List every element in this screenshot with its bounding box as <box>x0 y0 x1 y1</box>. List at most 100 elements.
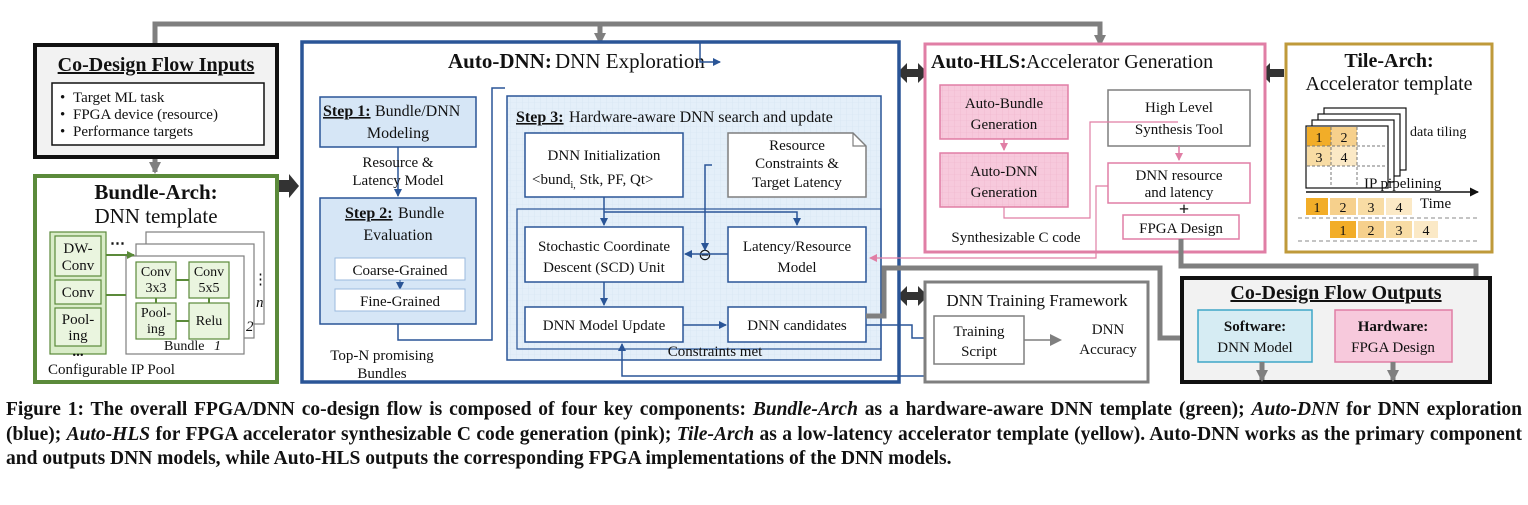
svg-text:Accuracy: Accuracy <box>1079 342 1137 358</box>
svg-text:Step 3:: Step 3: <box>516 109 564 126</box>
svg-text:Training: Training <box>953 324 1005 340</box>
svg-text:Bundle: Bundle <box>398 205 444 222</box>
svg-text:2: 2 <box>1341 131 1348 146</box>
training-title: DNN Training Framework <box>946 291 1128 310</box>
svg-text:and latency: and latency <box>1145 185 1214 201</box>
svg-text:n: n <box>256 295 264 311</box>
svg-text:ing: ing <box>68 328 88 344</box>
svg-text:Conv: Conv <box>141 265 171 280</box>
auto-dnn-panel: Auto-DNN: DNN Exploration Step 1: Bundle… <box>300 40 1111 384</box>
svg-text:Conv: Conv <box>62 285 95 301</box>
svg-text:Resource &: Resource & <box>362 155 434 171</box>
svg-text:Constraints met: Constraints met <box>668 344 763 360</box>
svg-text:Software:: Software: <box>1224 319 1286 335</box>
svg-text:Conv: Conv <box>194 265 224 280</box>
tile-arch-subtitle: Accelerator template <box>1305 73 1472 95</box>
svg-text:Pool-: Pool- <box>141 306 172 321</box>
auto-dnn-title-bold: Auto-DNN: <box>448 49 552 73</box>
svg-text:Constraints &: Constraints & <box>755 156 839 172</box>
training-panel: DNN Training Framework Training Script D… <box>923 280 1150 384</box>
svg-text:⋯: ⋯ <box>110 236 125 252</box>
svg-text:ing: ing <box>147 322 165 337</box>
top-feedback-connector <box>149 21 1106 174</box>
svg-text:1: 1 <box>214 339 221 354</box>
svg-text:4: 4 <box>1423 224 1430 239</box>
svg-text:Target Latency: Target Latency <box>752 175 842 191</box>
ip-pool-label: Configurable IP Pool <box>48 362 175 378</box>
bundle-arch-title: Bundle-Arch: <box>94 180 217 204</box>
svg-text:Bundles: Bundles <box>357 366 406 382</box>
svg-text:4: 4 <box>1396 201 1403 216</box>
svg-text:1: 1 <box>1316 131 1323 146</box>
outputs-title: Co-Design Flow Outputs <box>1230 282 1441 304</box>
input-item: Performance targets <box>73 124 193 140</box>
svg-text:Relu: Relu <box>196 314 222 329</box>
svg-text:Step 2:: Step 2: <box>345 205 393 222</box>
inputs-title: Co-Design Flow Inputs <box>58 54 255 76</box>
svg-text:DNN Model Update: DNN Model Update <box>543 318 666 334</box>
svg-text:1: 1 <box>1314 201 1321 216</box>
bundle-arch-subtitle: DNN template <box>94 204 217 228</box>
svg-text:3: 3 <box>1396 224 1403 239</box>
svg-text:FPGA Design: FPGA Design <box>1139 221 1223 237</box>
svg-text:Synthesis Tool: Synthesis Tool <box>1135 122 1223 138</box>
figure-caption: Figure 1: The overall FPGA/DNN co-design… <box>6 399 1523 469</box>
svg-text:Coarse-Grained: Coarse-Grained <box>353 263 448 279</box>
svg-text:Pool-: Pool- <box>62 312 95 328</box>
svg-text:Step 1:: Step 1: <box>323 103 371 120</box>
svg-text:Hardware-aware DNN search and: Hardware-aware DNN search and update <box>569 109 833 126</box>
svg-text:3x3: 3x3 <box>146 281 167 296</box>
svg-text:⊖: ⊖ <box>698 247 711 264</box>
svg-text:<bundi, Stk, PF, Qt>: <bundi, Stk, PF, Qt> <box>532 172 653 191</box>
svg-text:Latency/Resource: Latency/Resource <box>743 239 852 255</box>
svg-text:3: 3 <box>1368 201 1375 216</box>
svg-text:Modeling: Modeling <box>367 125 429 142</box>
svg-text:•: • <box>60 107 65 123</box>
svg-text:DNN Initialization: DNN Initialization <box>548 148 661 164</box>
svg-text:Script: Script <box>961 344 998 360</box>
svg-text:Model: Model <box>777 260 816 276</box>
auto-hls-title-rest: Accelerator Generation <box>1026 51 1213 73</box>
bundle-arch-panel: Bundle-Arch: DNN template DW- Conv Conv … <box>33 174 279 384</box>
svg-text:Auto-DNN: Auto-DNN <box>970 164 1038 180</box>
svg-text:2: 2 <box>246 319 254 335</box>
svg-text:•: • <box>60 90 65 106</box>
outputs-panel: Co-Design Flow Outputs Software: DNN Mod… <box>1180 276 1492 384</box>
svg-text:DNN: DNN <box>1092 322 1125 338</box>
svg-text:Auto-Bundle: Auto-Bundle <box>965 96 1044 112</box>
svg-text:1: 1 <box>1340 224 1347 239</box>
svg-text:Generation: Generation <box>971 185 1038 201</box>
svg-text:Hardware:: Hardware: <box>1358 319 1429 335</box>
svg-text:4: 4 <box>1341 151 1348 166</box>
svg-text:Bundle/DNN: Bundle/DNN <box>375 103 461 120</box>
svg-text:Top-N promising: Top-N promising <box>330 348 434 364</box>
input-item: FPGA device (resource) <box>73 107 218 123</box>
inputs-panel: Co-Design Flow Inputs • Target ML task • F… <box>33 43 279 159</box>
svg-text:DW-: DW- <box>63 241 92 257</box>
svg-text:Resource: Resource <box>769 138 825 154</box>
svg-text:Time: Time <box>1420 196 1451 212</box>
svg-text:Fine-Grained: Fine-Grained <box>360 294 440 310</box>
svg-text:Latency Model: Latency Model <box>352 173 443 189</box>
tile-arch-panel: Tile-Arch: Accelerator template 1 2 3 4 … <box>1284 42 1494 254</box>
svg-text:Generation: Generation <box>971 117 1038 133</box>
svg-text:Evaluation: Evaluation <box>363 227 432 244</box>
svg-text:3: 3 <box>1316 151 1323 166</box>
svg-text:DNN Model: DNN Model <box>1217 340 1292 356</box>
svg-text:Stochastic Coordinate: Stochastic Coordinate <box>538 239 670 255</box>
auto-hls-panel: Auto-HLS: Accelerator Generation Auto-Bu… <box>869 42 1267 262</box>
auto-dnn-title-rest: DNN Exploration <box>555 49 705 73</box>
svg-text:2: 2 <box>1368 224 1375 239</box>
svg-text:Bundle: Bundle <box>164 339 204 354</box>
svg-text:Synthesizable C code: Synthesizable C code <box>951 230 1080 246</box>
svg-text:High Level: High Level <box>1145 100 1213 116</box>
svg-text:data tiling: data tiling <box>1410 125 1466 140</box>
svg-text:+: + <box>1179 199 1189 219</box>
svg-text:DNN resource: DNN resource <box>1135 168 1222 184</box>
svg-text:Descent (SCD) Unit: Descent (SCD) Unit <box>543 260 665 276</box>
svg-text:FPGA Design: FPGA Design <box>1351 340 1435 356</box>
input-item: Target ML task <box>73 90 165 106</box>
svg-text:⋮: ⋮ <box>253 272 268 288</box>
svg-text:5x5: 5x5 <box>199 281 220 296</box>
svg-text:IP pipelining: IP pipelining <box>1364 176 1442 192</box>
